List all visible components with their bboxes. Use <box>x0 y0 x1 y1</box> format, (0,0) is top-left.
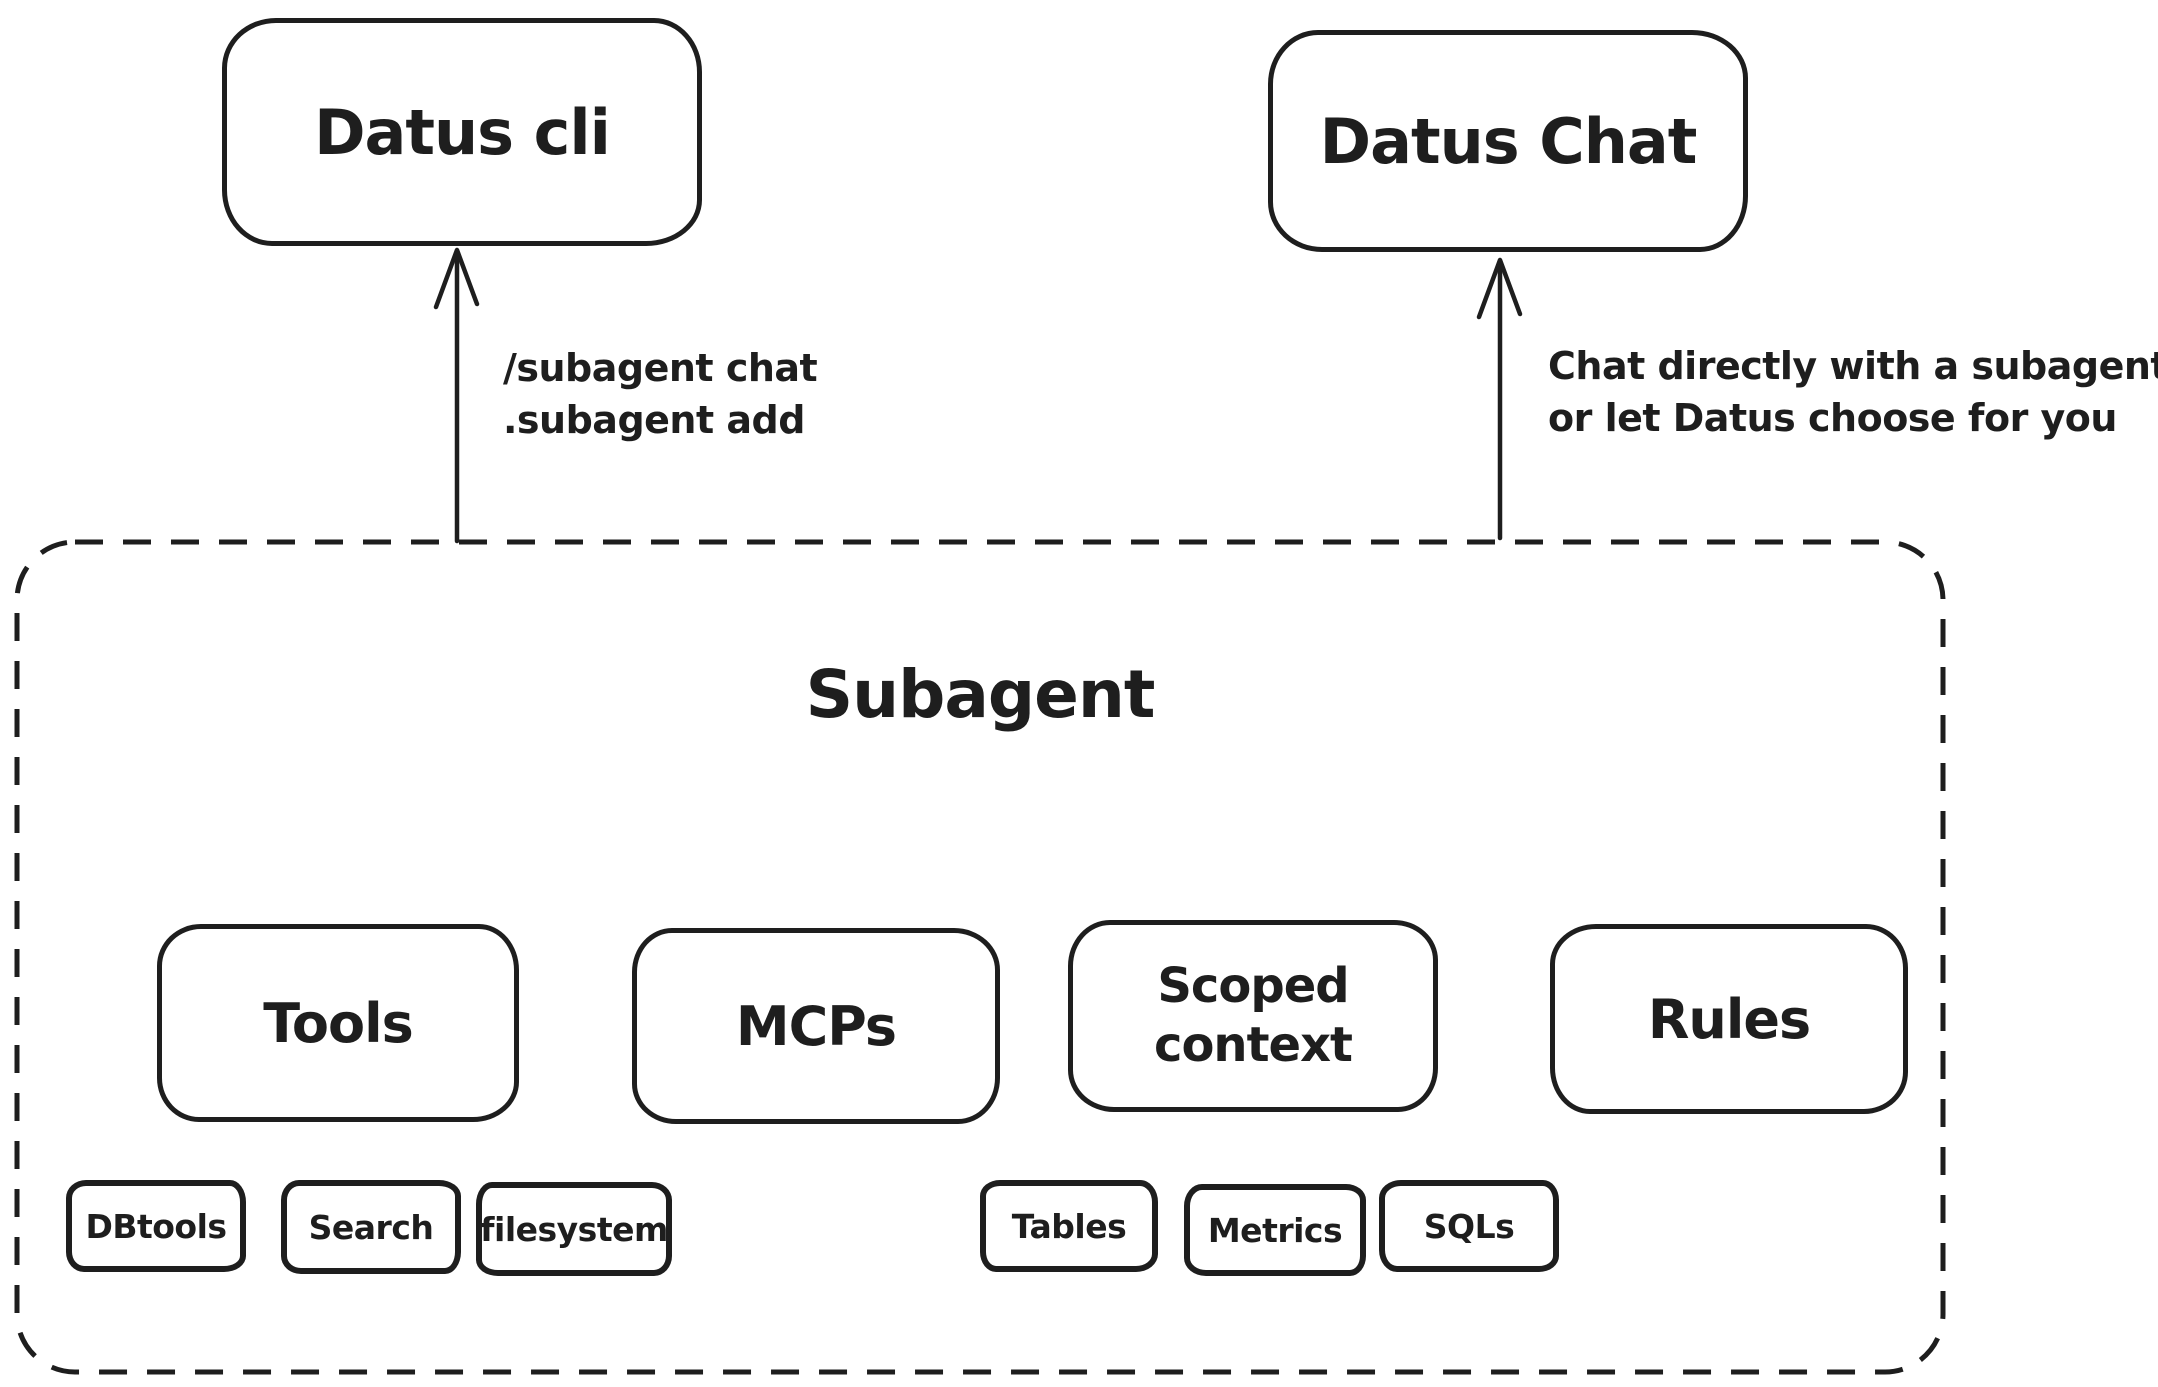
node-datus-cli: Datus cli <box>222 18 702 246</box>
node-rules-label: Rules <box>1647 987 1811 1051</box>
node-dbtools: DBtools <box>66 1180 246 1272</box>
node-tools-label: Tools <box>263 991 414 1055</box>
node-metrics: Metrics <box>1184 1184 1366 1276</box>
node-tables-label: Tables <box>1011 1206 1127 1246</box>
node-filesystem-label: filesystem <box>480 1209 668 1249</box>
chat-arrow-label: Chat directly with a subagent or let Dat… <box>1548 340 2158 445</box>
node-datus-chat-label: Datus Chat <box>1319 104 1698 178</box>
node-datus-cli-label: Datus cli <box>314 95 611 169</box>
node-tables: Tables <box>980 1180 1158 1272</box>
cli-arrow <box>436 250 477 541</box>
node-metrics-label: Metrics <box>1207 1210 1343 1250</box>
subagent-container-border <box>17 542 1943 1372</box>
chat-arrow-label-line2: or let Datus choose for you <box>1548 396 2117 441</box>
node-mcps-label: MCPs <box>735 994 897 1058</box>
cli-arrow-label-line2: .subagent add <box>503 398 805 443</box>
node-dbtools-label: DBtools <box>85 1206 227 1246</box>
node-datus-chat: Datus Chat <box>1268 30 1748 252</box>
cli-arrowhead-icon <box>436 250 477 307</box>
node-tools: Tools <box>157 924 519 1122</box>
node-search-label: Search <box>308 1207 434 1247</box>
node-rules: Rules <box>1550 924 1908 1114</box>
node-sqls: SQLs <box>1379 1180 1559 1272</box>
node-mcps: MCPs <box>632 928 1000 1124</box>
chat-arrow-label-line1: Chat directly with a subagent <box>1548 344 2158 388</box>
node-scoped-context-label: Scoped context <box>1153 958 1353 1073</box>
node-filesystem: filesystem <box>476 1182 672 1276</box>
chat-arrow <box>1479 260 1520 538</box>
node-scoped-context: Scoped context <box>1068 920 1438 1112</box>
chat-arrowhead-icon <box>1479 260 1520 317</box>
node-search: Search <box>281 1180 461 1274</box>
node-sqls-label: SQLs <box>1423 1206 1515 1246</box>
subagent-container-title: Subagent <box>805 656 1156 733</box>
cli-arrow-label: /subagent chat .subagent add <box>503 342 818 447</box>
cli-arrow-label-line1: /subagent chat <box>503 346 818 390</box>
